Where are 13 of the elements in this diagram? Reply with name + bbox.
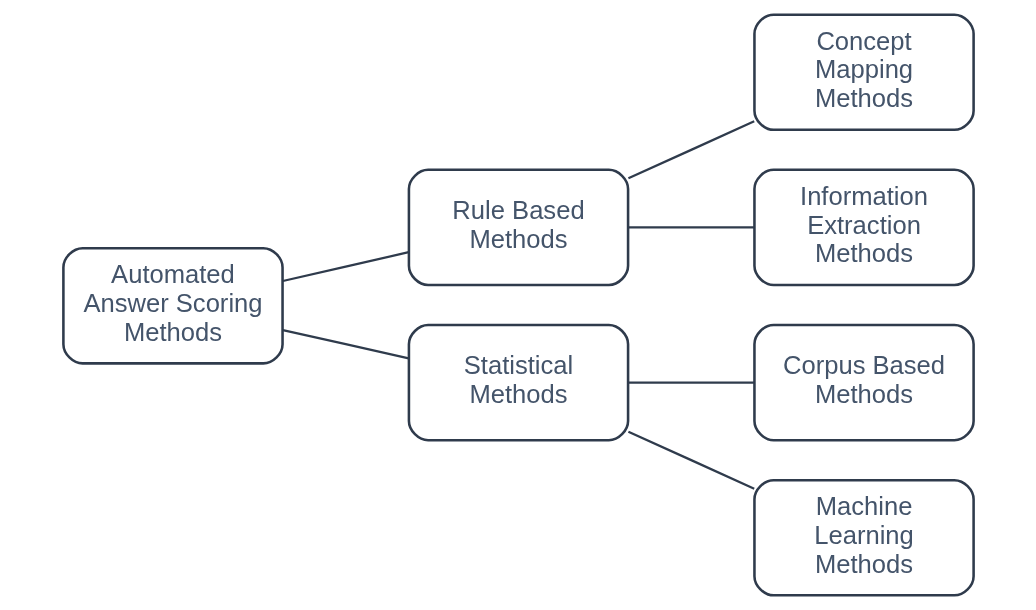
node-box: Machine Learning Methods bbox=[752, 478, 975, 597]
connector bbox=[627, 226, 754, 229]
connector bbox=[627, 381, 754, 384]
node-box: Automated Answer Scoring Methods bbox=[61, 246, 284, 365]
connector bbox=[282, 251, 409, 283]
node-box: Concept Mapping Methods bbox=[752, 13, 975, 132]
node-box: Information Extraction Methods bbox=[752, 168, 975, 287]
node-box: Rule Based Methods bbox=[407, 168, 629, 287]
node-box: Statistical Methods bbox=[407, 323, 629, 442]
node-box: Corpus Based Methods bbox=[752, 323, 975, 442]
connector bbox=[627, 430, 755, 490]
connector bbox=[627, 120, 755, 180]
connector bbox=[282, 329, 409, 360]
